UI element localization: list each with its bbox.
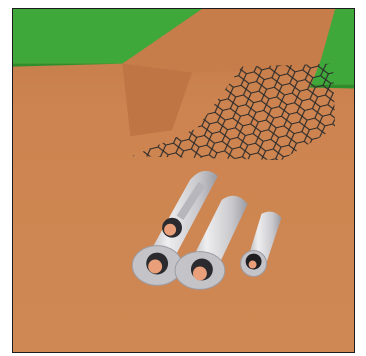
scene-viewport [12,8,355,353]
trench-scene [13,9,354,352]
